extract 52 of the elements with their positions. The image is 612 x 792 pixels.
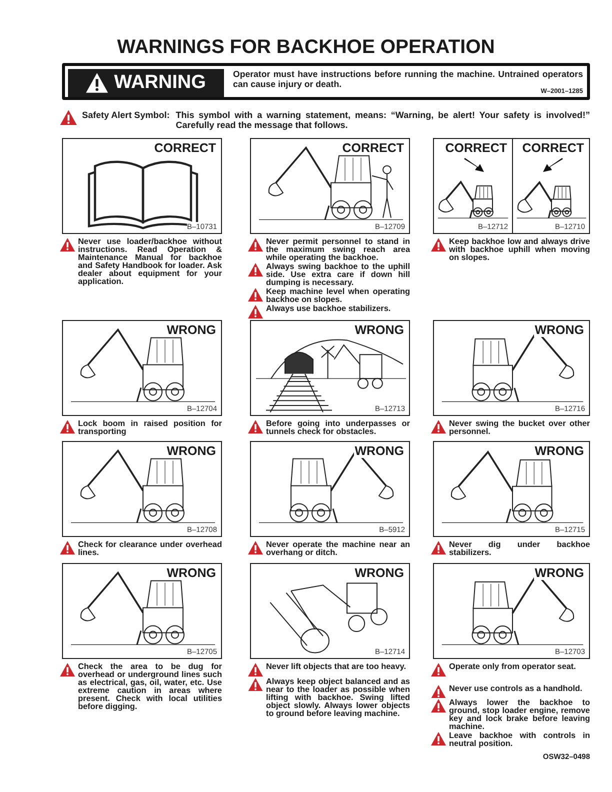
illustration-panel bbox=[433, 320, 590, 416]
panel-heading: CORRECT bbox=[444, 141, 508, 155]
panel-heading: WRONG bbox=[166, 444, 217, 458]
warning-statement: Always lower the backhoe to ground, stop loader engine, remove key and lock brake before leaving machine. bbox=[449, 699, 590, 731]
panel-heading: WRONG bbox=[534, 566, 585, 580]
label: Safety Alert Symbol: bbox=[82, 110, 170, 120]
panel-heading: CORRECT bbox=[521, 141, 585, 155]
warning-statement: Check the area to be dug for overhead or underground lines such as electrical, gas, oil, water, etc. Use extreme caution in areas where present. Check with local utilities before digging. bbox=[78, 663, 222, 711]
warning-statement: Never use loader/backhoe without instructions. Read Operation & Maintenance Manual for backhoe and Safety Handbook for loader. Ask dealer about equipment for your application. bbox=[78, 238, 222, 286]
warning-statement: Never swing the bucket over other personnel. bbox=[449, 420, 590, 436]
panel-heading: WRONG bbox=[534, 444, 585, 458]
warning-statement: Never permit personnel to stand in the maximum swing reach area while operating the backhoe. bbox=[266, 238, 410, 262]
panel-heading: CORRECT bbox=[341, 141, 405, 155]
warning-statement: Keep backhoe low and always drive with backhoe uphill when moving on slopes. bbox=[449, 238, 590, 262]
illustration-panel bbox=[62, 138, 222, 234]
warning-statement: Never use controls as a handhold. bbox=[449, 684, 584, 692]
warning-statement: Leave backhoe with controls in neutral position. bbox=[449, 732, 590, 748]
title: WARNINGS FOR BACKHOE OPERATION bbox=[116, 36, 496, 59]
panel-heading: CORRECT bbox=[153, 141, 217, 155]
panel-heading: WRONG bbox=[534, 323, 585, 337]
warning-statement: Operate only from operator seat. bbox=[449, 663, 577, 671]
illustration-panel bbox=[433, 563, 590, 659]
illustration-frame bbox=[433, 138, 590, 234]
warning-statement: Always keep object balanced and as near to the loader as possible when lifting with backhoe. Swing lifted object slowly. Always lower objects to ground before leaving machine. bbox=[266, 678, 410, 718]
panel-heading: WRONG bbox=[354, 444, 405, 458]
panel-heading: WRONG bbox=[166, 566, 217, 580]
warning-statement: Keep machine level when operating backhoe on slopes. bbox=[266, 288, 410, 304]
illustration-panel bbox=[62, 441, 222, 537]
warning-statement: Before going into underpasses or tunnels check for obstacles. bbox=[266, 420, 410, 436]
illustration-panel bbox=[433, 441, 590, 537]
safety-alert-definition: This symbol with a warning statement, means: “Warning, be alert! Your safety is involved!” Carefully read the message that follows. bbox=[176, 110, 590, 130]
illustration-panel bbox=[62, 320, 222, 416]
warning-banner bbox=[62, 63, 590, 100]
panel-heading: WRONG bbox=[354, 323, 405, 337]
panel-heading: WRONG bbox=[166, 323, 217, 337]
warning-message: Operator must have instructions before running the machine. Untrained operators can cause injury or death. bbox=[233, 70, 583, 89]
illustration-panel bbox=[512, 139, 589, 233]
warning-statement: Check for clearance under overhead lines. bbox=[78, 541, 222, 557]
illustration-panel bbox=[250, 320, 410, 416]
illustration-panel bbox=[250, 441, 410, 537]
illustration-panel bbox=[62, 563, 222, 659]
warning-statement: Always swing backhoe to the uphill side. Use extra care if down hill dumping is necessary. bbox=[266, 263, 410, 287]
panel-heading: WRONG bbox=[354, 566, 405, 580]
warning-statement: Never lift objects that are too heavy. bbox=[266, 663, 407, 671]
warning-badge bbox=[68, 69, 224, 97]
illustration-panel bbox=[250, 563, 410, 659]
badge-label: WARNING bbox=[114, 72, 206, 94]
warning-statement: Lock boom in raised position for transporting bbox=[78, 420, 222, 436]
warning-statement: Never dig under backhoe stabilizers. bbox=[449, 541, 590, 557]
warning-statement: Always use backhoe stabilizers. bbox=[266, 305, 392, 313]
warning-statement: Never operate the machine near an overhang or ditch. bbox=[266, 541, 410, 557]
illustration-panel bbox=[250, 138, 410, 234]
